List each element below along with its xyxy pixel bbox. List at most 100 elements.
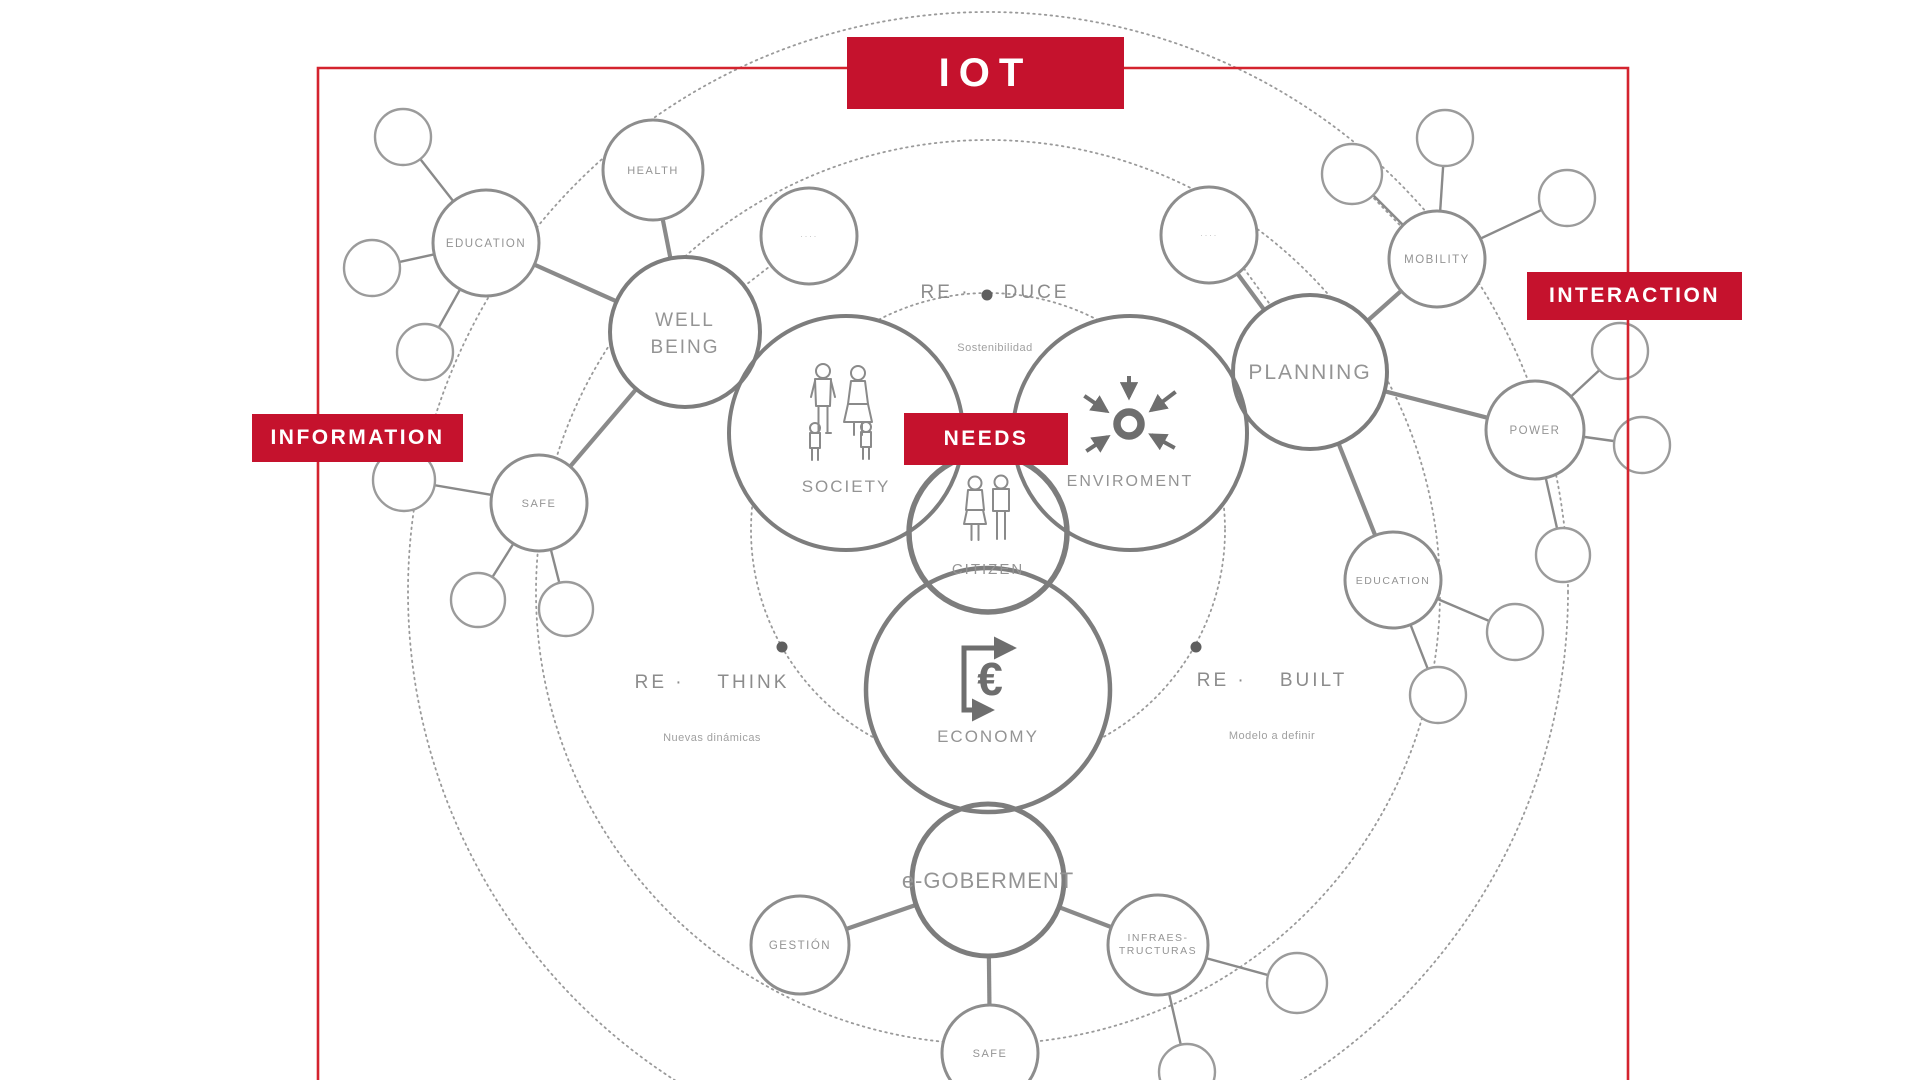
node-s3 bbox=[395, 322, 455, 382]
node-label-safe-left: SAFE bbox=[522, 498, 557, 510]
node-label-infraestructuras: INFRAES-TRUCTURAS bbox=[1119, 932, 1197, 957]
node-fill-safe-left bbox=[491, 455, 587, 551]
node-s2 bbox=[342, 238, 402, 298]
annotation-reduce-title: RE · DUCE bbox=[920, 282, 1070, 303]
node-fill-infraestructuras bbox=[1108, 895, 1208, 995]
node-label-education-left: EDUCATION bbox=[446, 238, 526, 250]
rebuilt-dot bbox=[1190, 641, 1202, 653]
node-s5 bbox=[449, 571, 507, 629]
enviroment-converge-icon bbox=[1083, 376, 1177, 453]
rethink-dot bbox=[776, 641, 788, 653]
node-fill-s8 bbox=[1322, 144, 1382, 204]
node-education-left bbox=[431, 188, 541, 298]
node-fill-economy bbox=[866, 568, 1110, 812]
node-s11 bbox=[1612, 415, 1672, 475]
node-power bbox=[1484, 379, 1586, 481]
node-s6 bbox=[537, 580, 595, 638]
node-label-safe-bottom: SAFE bbox=[973, 1048, 1008, 1060]
node-fill-s2 bbox=[344, 240, 400, 296]
node-label-gestion: GESTIÓN bbox=[769, 939, 831, 952]
node-outlines bbox=[342, 107, 1672, 1080]
node-label-dots-left: ···· bbox=[800, 231, 818, 241]
node-fill-mobility bbox=[1389, 211, 1485, 307]
node-fill-s10 bbox=[1592, 323, 1648, 379]
annotation-rebuilt-subtitle: Modelo a definir bbox=[1228, 730, 1316, 742]
node-fill-s5 bbox=[451, 573, 505, 627]
node-fill-s7 bbox=[1417, 110, 1473, 166]
node-label-power: POWER bbox=[1510, 425, 1561, 437]
node-fill-education-left bbox=[433, 190, 539, 296]
node-label-society: SOCIETY bbox=[802, 477, 891, 496]
node-fill-planning bbox=[1233, 295, 1387, 449]
node-fill-society bbox=[729, 316, 963, 550]
node-planning bbox=[1231, 293, 1389, 451]
euro-symbol: € bbox=[977, 653, 1003, 705]
node-s16 bbox=[1157, 1042, 1217, 1080]
annotation-reduce: RE · DUCE Sostenibilidad bbox=[921, 246, 1070, 390]
banner-iot: IOT bbox=[847, 37, 1124, 109]
node-label-health: HEALTH bbox=[627, 165, 679, 177]
node-fill-s6 bbox=[539, 582, 593, 636]
node-s13 bbox=[1485, 602, 1545, 662]
node-label-dots-right: ···· bbox=[1200, 230, 1218, 240]
node-label-education-right: EDUCATION bbox=[1356, 575, 1431, 587]
node-fill-safe-bottom bbox=[942, 1005, 1038, 1080]
node-fill-health bbox=[603, 120, 703, 220]
node-fill-s3 bbox=[397, 324, 453, 380]
banner-information: INFORMATION bbox=[252, 414, 463, 462]
node-fill-gestion bbox=[751, 896, 849, 994]
node-s7 bbox=[1415, 108, 1475, 168]
annotation-rebuilt: RE · BUILT Modelo a definir bbox=[1197, 634, 1348, 778]
node-infraestructuras bbox=[1106, 893, 1210, 997]
node-label-egoberment: e-GOBERMENT bbox=[902, 868, 1074, 893]
node-health bbox=[601, 118, 705, 222]
node-fill-dots-left bbox=[761, 188, 857, 284]
node-s14 bbox=[1408, 665, 1468, 725]
node-fill-s14 bbox=[1410, 667, 1466, 723]
node-label-citizen: CITIZEN bbox=[952, 561, 1024, 578]
node-fill-s15 bbox=[1267, 953, 1327, 1013]
node-mobility bbox=[1387, 209, 1487, 309]
node-safe-left bbox=[489, 453, 589, 553]
node-fill-s9 bbox=[1539, 170, 1595, 226]
banner-needs: NEEDS bbox=[904, 413, 1068, 465]
annotation-rethink: RE · THINK Nuevas dinámicas bbox=[635, 636, 790, 780]
node-dots-left bbox=[759, 186, 859, 286]
node-dots-right bbox=[1159, 185, 1259, 285]
annotation-rebuilt-title: RE · BUILT bbox=[1196, 670, 1348, 691]
node-egoberment bbox=[909, 801, 1067, 959]
node-label-mobility: MOBILITY bbox=[1404, 254, 1470, 266]
node-s9 bbox=[1537, 168, 1597, 228]
node-fill-egoberment bbox=[912, 804, 1064, 956]
node-s8 bbox=[1320, 142, 1384, 206]
node-fill-s4 bbox=[373, 449, 435, 511]
node-fill-wellbeing bbox=[610, 257, 760, 407]
dotted-orbit-circle bbox=[407, 11, 1569, 1080]
banner-interaction: INTERACTION bbox=[1527, 272, 1742, 320]
node-fill-dots-right bbox=[1161, 187, 1257, 283]
society-family-icon bbox=[809, 363, 873, 461]
node-label-economy: ECONOMY bbox=[937, 727, 1039, 746]
annotation-rethink-title: RE · THINK bbox=[634, 672, 790, 693]
node-s15 bbox=[1265, 951, 1329, 1015]
node-s10 bbox=[1590, 321, 1650, 381]
annotation-reduce-subtitle: Sostenibilidad bbox=[957, 342, 1033, 354]
annotation-rethink-subtitle: Nuevas dinámicas bbox=[663, 732, 761, 744]
node-s1 bbox=[373, 107, 433, 167]
reduce-dot bbox=[981, 289, 993, 301]
node-fill-education-right bbox=[1345, 532, 1441, 628]
economy-euro-flow-icon: € bbox=[961, 636, 1017, 722]
node-gestion bbox=[749, 894, 851, 996]
node-fill-s16 bbox=[1159, 1044, 1215, 1080]
node-label-planning: PLANNING bbox=[1248, 361, 1371, 384]
node-economy bbox=[863, 565, 1113, 815]
node-fill-s12 bbox=[1536, 528, 1590, 582]
node-fill-s13 bbox=[1487, 604, 1543, 660]
node-label-enviroment: ENVIROMENT bbox=[1067, 473, 1194, 490]
node-wellbeing bbox=[608, 255, 762, 409]
node-education-right bbox=[1343, 530, 1443, 630]
